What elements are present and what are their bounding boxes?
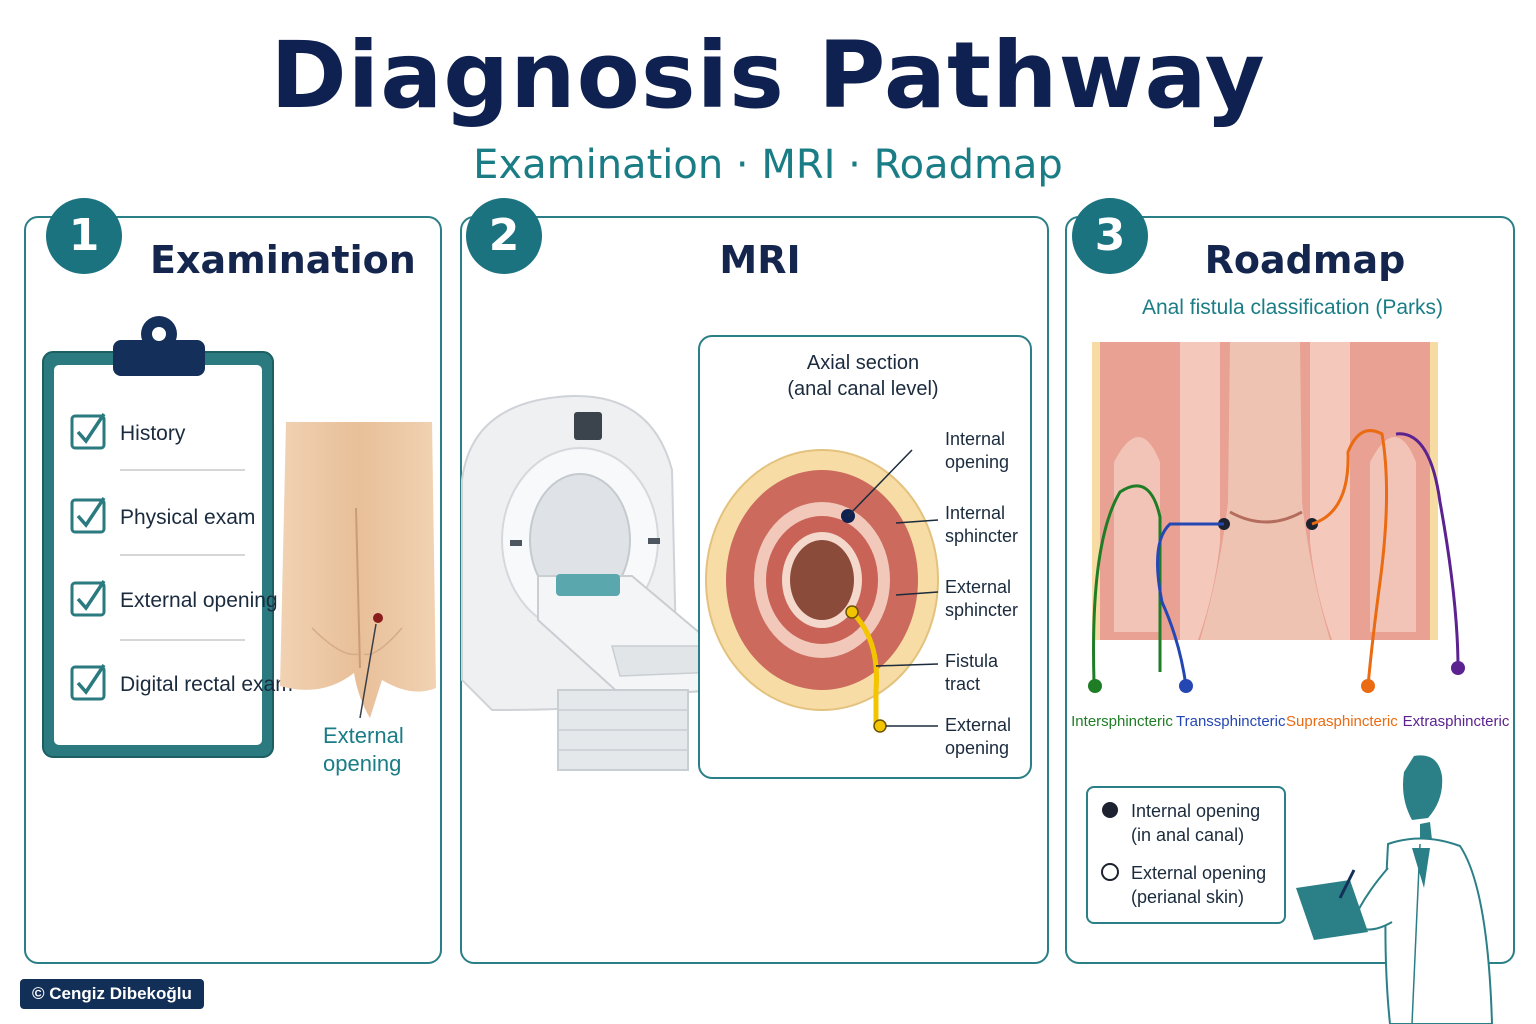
mri-scanner-illustration [461, 394, 721, 771]
legend-external-opening: (perianal skin) [1131, 887, 1245, 907]
legend-external-opening: External opening [1131, 863, 1267, 883]
roadmap-legend [1086, 786, 1286, 924]
roadmap-subtitle: Anal fistula classification (Parks) [1141, 296, 1444, 319]
check-icon [70, 580, 106, 617]
external-opening-label: External [323, 723, 404, 748]
mri-label-internal-sphincter: sphincter [945, 526, 1019, 546]
step-badge-3: 3 [1072, 198, 1148, 274]
checklist-item: Physical exam [120, 506, 256, 529]
checklist-item: History [120, 422, 186, 445]
check-icon [70, 413, 106, 450]
check-icon [70, 664, 106, 701]
mri-label-internal-opening: opening [945, 452, 1010, 472]
mri-label-internal-sphincter: Internal [945, 503, 1006, 523]
check-icon [70, 497, 106, 534]
checklist-item: Digital rectal exam [120, 673, 293, 696]
filled-dot-icon [1102, 802, 1118, 818]
page-subtitle: Examination · MRI · Roadmap [473, 142, 1063, 188]
step-badge-2: 2 [466, 198, 542, 274]
mri-label-fistula-tract: Fistula [945, 651, 999, 671]
mri-label-external-sphincter: External [945, 577, 1012, 597]
step-badge-1: 1 [46, 198, 122, 274]
external-opening-label: opening [323, 751, 402, 776]
legend-internal-opening: (in anal canal) [1131, 825, 1245, 845]
checklist-item: External opening [120, 589, 278, 612]
panel-title-mri: MRI [719, 238, 801, 282]
mri-label-internal-opening: Internal [945, 429, 1006, 449]
perianal-illustration [280, 422, 436, 719]
copyright-badge: © Cengiz Dibekoğlu [20, 979, 204, 1009]
class-label-suprasphincteric: Suprasphincteric [1286, 713, 1398, 730]
axial-section-diagram [705, 449, 939, 733]
anal-canal-diagram [1088, 342, 1465, 693]
axial-section-title: Axial section [806, 352, 920, 374]
doctor-illustration [1296, 755, 1494, 1024]
mri-label-external-opening: External [945, 715, 1012, 735]
class-label-intersphincteric: Intersphincteric [1071, 713, 1173, 730]
mri-label-external-sphincter: sphincter [945, 600, 1019, 620]
clipboard-illustration [42, 316, 274, 758]
axial-section-subtitle: (anal canal level) [787, 378, 939, 400]
class-label-extrasphincteric: Extrasphincteric [1402, 713, 1510, 730]
page-title: Diagnosis Pathway [270, 22, 1266, 129]
hollow-dot-icon [1101, 863, 1119, 881]
mri-label-fistula-tract: tract [945, 674, 981, 694]
panel-title-examination: Examination [150, 238, 416, 282]
panel-title-roadmap: Roadmap [1204, 238, 1406, 282]
legend-internal-opening: Internal opening [1131, 801, 1261, 821]
mri-label-external-opening: opening [945, 738, 1010, 758]
class-label-transsphincteric: Transsphincteric [1176, 713, 1286, 730]
